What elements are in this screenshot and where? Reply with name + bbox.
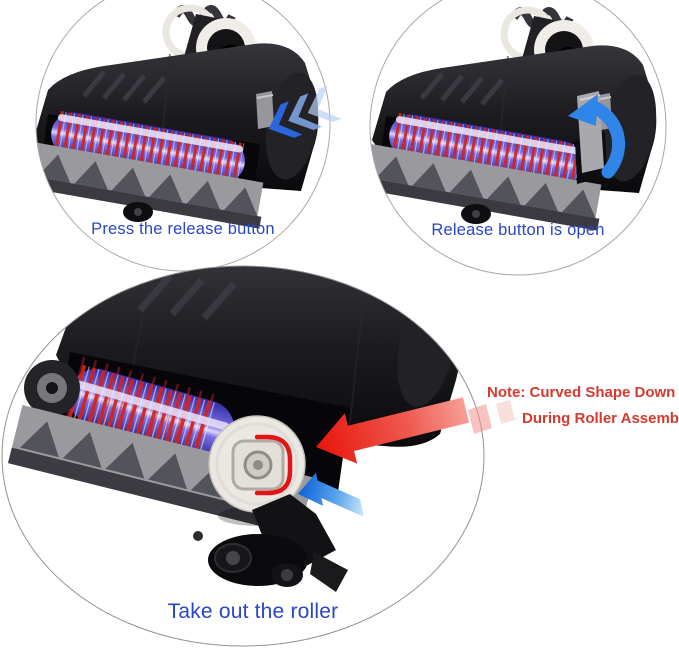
chevron-3 — [307, 85, 342, 123]
bottom-wheel-hub — [281, 569, 293, 581]
end-cap-pin — [253, 460, 263, 470]
curved-shape-highlight — [254, 434, 293, 496]
step2-circle-outline — [369, 0, 667, 276]
step3-ellipse-outline — [1, 265, 485, 647]
step3-caption: Take out the roller — [167, 600, 339, 623]
rotation-arrow-shaft — [589, 101, 626, 179]
plate-tooth — [148, 453, 187, 490]
assembly-note-line1: Note: Curved Shape Down — [487, 384, 676, 401]
step1-circle-outline — [35, 0, 331, 272]
red-arrow-dash — [468, 404, 492, 434]
plate-shadow — [7, 447, 307, 537]
step2-caption: Release button is open — [431, 221, 605, 239]
plate-tooth — [20, 421, 59, 458]
red-arrow-dash — [496, 400, 515, 424]
panel-step3 — [1, 265, 515, 647]
screw — [193, 531, 203, 541]
vent-slats — [137, 273, 237, 321]
bottom-wheel-hub — [226, 551, 240, 565]
roller-highlight — [75, 380, 230, 431]
step1-caption: Press the release button — [91, 220, 275, 238]
chevron-1 — [268, 101, 303, 138]
roller-left-hub — [46, 382, 58, 394]
end-cap-rim — [215, 422, 299, 506]
panel-step1 — [35, 0, 342, 272]
red-arrow — [316, 397, 470, 464]
latch-arm — [310, 552, 348, 592]
plate-tooth — [105, 442, 145, 479]
press-direction-chevrons-icon — [268, 85, 342, 138]
chevron-2 — [288, 93, 322, 131]
insert-direction-arrow-icon — [298, 472, 364, 517]
plate-tooth — [62, 432, 102, 468]
pull-out-arrow-icon — [316, 397, 515, 464]
open-rotation-arrow-icon — [568, 94, 626, 179]
latch-open — [252, 494, 336, 566]
assembly-note-line2: During Roller Assembly — [522, 410, 679, 427]
panel-step2 — [369, 0, 667, 276]
brush-bristles — [67, 364, 216, 455]
rotation-arrow-head — [568, 94, 598, 126]
